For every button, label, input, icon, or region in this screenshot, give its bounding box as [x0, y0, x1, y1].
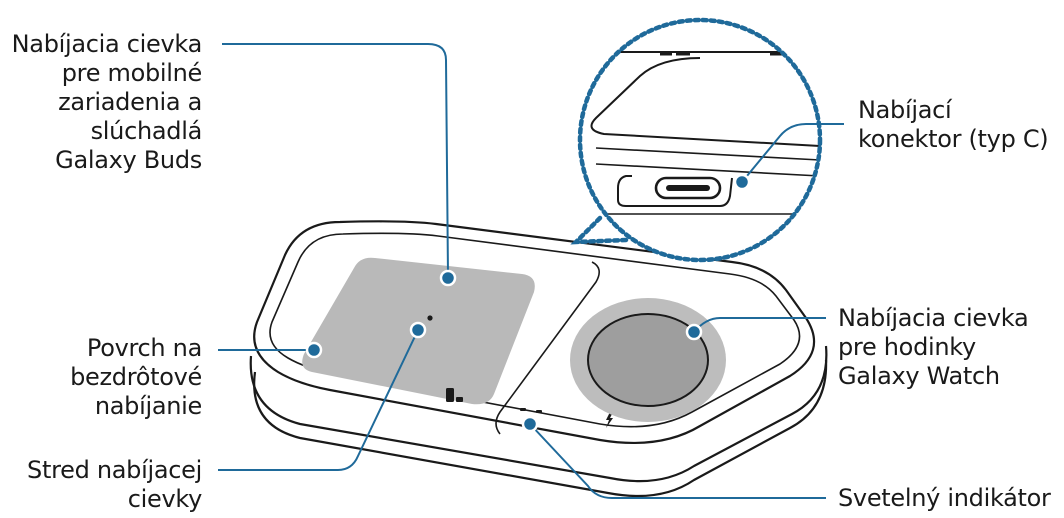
phone-buds-icon — [446, 388, 463, 402]
dot-indicator — [521, 415, 539, 433]
dot-connector — [733, 173, 751, 191]
leader-connector — [741, 123, 844, 183]
label-phone-coil: Nabíjacia cievka pre mobilné zariadenia … — [11, 30, 203, 174]
connector-top-surface — [590, 57, 820, 147]
connector-side-line-2 — [595, 163, 820, 177]
indicator-lights — [520, 408, 542, 413]
dot-surface — [305, 341, 323, 359]
power-bolt-icon — [606, 412, 613, 428]
leader-phone-coil — [222, 43, 449, 277]
label-watch-coil: Nabíjacia cievka pre hodinky Galaxy Watc… — [838, 304, 1029, 390]
label-connector: Nabíjací konektor (typ C) — [858, 96, 1049, 153]
callout-tail — [570, 215, 629, 245]
watch-coil-center — [587, 313, 709, 407]
coil-center-mark — [427, 315, 433, 321]
label-indicator: Svetelný indikátor — [838, 484, 1051, 512]
leader-dots — [305, 173, 751, 433]
dot-phone-coil — [439, 269, 457, 287]
magnifier-border — [577, 17, 823, 263]
pad-mid-edge — [249, 345, 828, 483]
pad-base-edge — [253, 359, 828, 498]
connector-side-line-1 — [595, 147, 820, 161]
leader-coil-center — [218, 329, 419, 471]
watch-coil — [570, 298, 726, 422]
connector-callout — [570, 17, 823, 263]
label-coil-center: Stred nabíjacej cievky — [27, 456, 202, 513]
connector-port-housing — [617, 175, 733, 207]
usb-c-port-slot — [666, 185, 710, 191]
dot-watch-coil — [685, 323, 703, 341]
pad-inner-border — [269, 232, 801, 428]
label-surface: Povrch na bezdrôtové nabíjanie — [70, 334, 202, 420]
leader-indicator — [529, 423, 826, 499]
pad-zone-divider — [495, 261, 600, 435]
leader-lines — [218, 43, 844, 499]
dot-coil-center — [409, 321, 427, 339]
